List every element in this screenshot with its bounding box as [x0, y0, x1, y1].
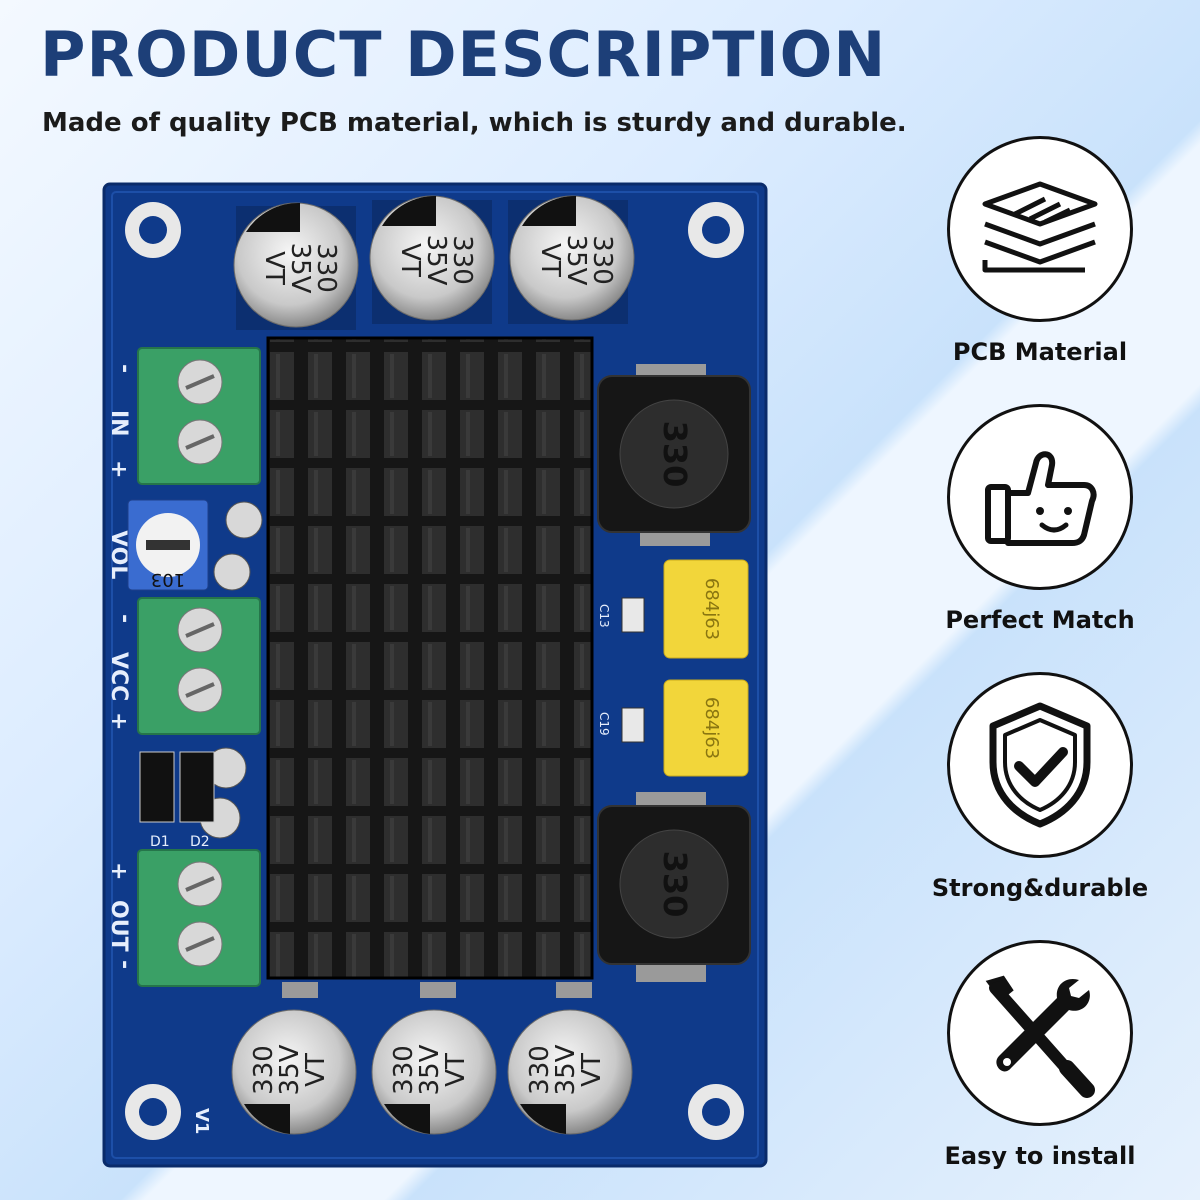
feature-easy-install: Easy to install [920, 940, 1160, 1170]
svg-text:D2: D2 [190, 834, 210, 850]
svg-text:-: - [112, 960, 137, 969]
svg-text:C19: C19 [597, 712, 611, 736]
feature-circle [947, 940, 1133, 1126]
svg-text:VCC: VCC [106, 652, 131, 701]
inductor-bottom: 330 [597, 792, 751, 982]
capacitor: 330 35V VT [508, 195, 635, 324]
svg-text:VT: VT [259, 251, 289, 285]
mounting-holes [125, 202, 744, 1140]
shield-check-icon [989, 702, 1091, 828]
svg-text:330: 330 [447, 235, 477, 285]
svg-text:330: 330 [656, 421, 694, 488]
svg-text:VOL: VOL [106, 530, 131, 579]
svg-text:35V: 35V [421, 235, 451, 286]
feature-label: PCB Material [952, 338, 1128, 366]
svg-text:330: 330 [249, 1045, 279, 1095]
svg-text:C13: C13 [597, 604, 611, 628]
capacitor: 330 35V VT [507, 982, 633, 1135]
svg-text:35V: 35V [275, 1044, 305, 1095]
feature-circle [947, 672, 1133, 858]
feature-label: Easy to install [944, 1142, 1136, 1170]
feature-circle [947, 136, 1133, 322]
svg-text:330: 330 [656, 851, 694, 918]
svg-text:IN: IN [106, 410, 131, 437]
svg-text:VT: VT [577, 1053, 607, 1087]
svg-text:VT: VT [301, 1053, 331, 1087]
terminal-vcc [137, 597, 261, 735]
page-title: PRODUCT DESCRIPTION [40, 18, 887, 91]
feature-label: Perfect Match [945, 606, 1135, 634]
volume-potentiometer: 103 [127, 499, 209, 591]
film-capacitors: 684j63 684j63 C13 C19 [597, 559, 749, 777]
top-capacitors: 330 35V VT 330 35V VT 330 35V VT [233, 195, 635, 330]
svg-text:+: + [106, 862, 131, 880]
thumbs-up-smile-icon [985, 451, 1097, 546]
svg-text:+: + [106, 712, 131, 730]
heatsink [266, 336, 594, 980]
layers-icon [982, 181, 1098, 273]
feature-circle [947, 404, 1133, 590]
svg-text:330: 330 [587, 235, 617, 285]
feature-label: Strong&durable [931, 874, 1149, 902]
svg-text:+: + [106, 460, 131, 478]
feature-strong-durable: Strong&durable [920, 672, 1160, 902]
bottom-capacitors: 330 35V VT 330 35V VT 330 35V VT [231, 982, 633, 1135]
svg-text:35V: 35V [415, 1044, 445, 1095]
feature-pcb-material: PCB Material [920, 136, 1160, 366]
svg-text:D1: D1 [150, 834, 170, 850]
terminal-out [137, 849, 261, 987]
small-capacitors [199, 501, 263, 839]
svg-text:VT: VT [395, 243, 425, 277]
terminal-in [137, 347, 261, 485]
capacitor-label: 330 [311, 243, 341, 293]
svg-text:330: 330 [525, 1045, 555, 1095]
svg-text:35V: 35V [551, 1044, 581, 1095]
svg-text:103: 103 [151, 569, 185, 590]
feature-perfect-match: Perfect Match [920, 404, 1160, 634]
svg-text:35V: 35V [561, 235, 591, 286]
svg-text:-: - [112, 364, 137, 373]
svg-text:330: 330 [389, 1045, 419, 1095]
capacitor: 330 35V VT [233, 202, 359, 330]
capacitor: 330 35V VT [369, 195, 495, 324]
capacitor: 330 35V VT [231, 982, 357, 1135]
svg-text:35V: 35V [285, 243, 315, 294]
inductor-top: 330 [597, 364, 751, 546]
svg-text:VT: VT [441, 1053, 471, 1087]
svg-text:VT: VT [535, 243, 565, 277]
svg-text:OUT: OUT [106, 900, 131, 952]
capacitor: 330 35V VT [371, 982, 497, 1135]
tools-icon [985, 975, 1095, 1098]
diodes: D1 D2 [139, 751, 215, 850]
svg-text:V1: V1 [191, 1108, 212, 1134]
svg-text:684j63: 684j63 [701, 697, 722, 759]
page-subtitle: Made of quality PCB material, which is s… [42, 108, 907, 138]
svg-text:-: - [112, 614, 137, 623]
svg-text:684j63: 684j63 [701, 578, 722, 640]
